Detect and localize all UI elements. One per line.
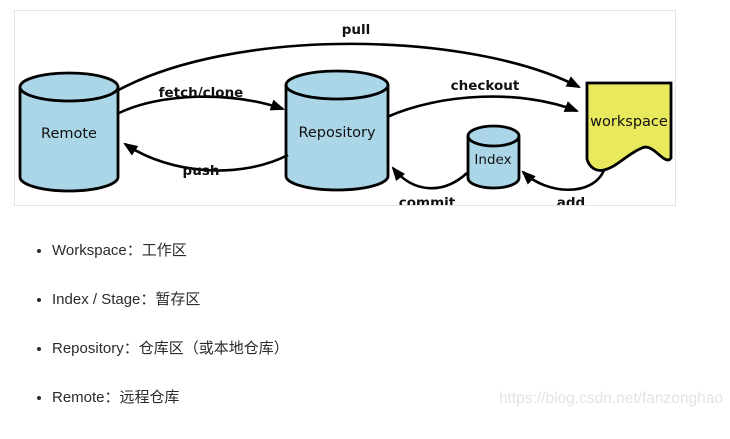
workspace-shape bbox=[585, 81, 673, 172]
add-arrow bbox=[521, 169, 606, 191]
remote-label: Remote bbox=[41, 126, 97, 142]
push-label: push bbox=[183, 163, 220, 179]
list-item: Remote：远程仓库 bbox=[52, 390, 289, 406]
diagram-canvas: workspace Remote Repository Index pull bbox=[18, 22, 673, 205]
index-cylinder-body bbox=[466, 136, 521, 190]
repository-node: Repository bbox=[284, 69, 390, 192]
csdn-watermark: https://blog.csdn.net/fanzonghao bbox=[498, 390, 723, 407]
remote-cylinder-body bbox=[18, 87, 120, 193]
remote-cylinder-top bbox=[18, 71, 120, 103]
fetch-clone-label: fetch/clone bbox=[159, 85, 244, 101]
index-node: Index bbox=[466, 124, 521, 190]
git-workflow-diagram: workspace Remote Repository Index pull bbox=[14, 10, 676, 206]
repository-label: Repository bbox=[298, 125, 376, 141]
repository-cylinder-body bbox=[284, 85, 390, 192]
pull-label: pull bbox=[342, 22, 371, 38]
checkout-label: checkout bbox=[451, 78, 520, 94]
pull-arrow bbox=[112, 42, 581, 95]
fetch-clone-arrow bbox=[118, 95, 286, 115]
commit-arrow bbox=[391, 166, 468, 190]
index-label: Index bbox=[474, 152, 511, 168]
term-legend-list: Workspace：工作区 Index / Stage：暂存区 Reposito… bbox=[52, 243, 289, 439]
list-item: Index / Stage：暂存区 bbox=[52, 292, 289, 308]
workspace-node: workspace bbox=[585, 81, 673, 172]
add-label: add bbox=[557, 195, 585, 205]
commit-label: commit bbox=[399, 195, 456, 205]
list-item: Workspace：工作区 bbox=[52, 243, 289, 259]
index-cylinder-top bbox=[466, 124, 521, 148]
push-arrow bbox=[123, 142, 289, 172]
list-item: Repository：仓库区（或本地仓库） bbox=[52, 341, 289, 357]
workspace-label: workspace bbox=[590, 114, 668, 130]
repository-cylinder-top bbox=[284, 69, 390, 101]
checkout-arrow bbox=[386, 95, 579, 119]
remote-node: Remote bbox=[18, 71, 120, 193]
